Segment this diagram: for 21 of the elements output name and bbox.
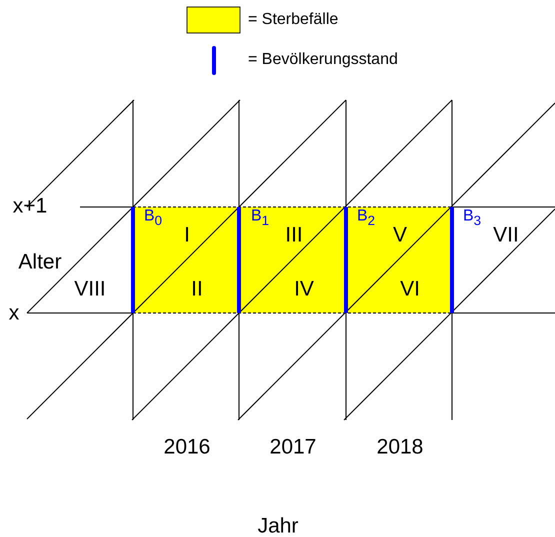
population-label: B$_{3}$ [462,208,482,228]
axis-title: Alter [18,252,62,272]
legend-text: = Bevölkerungsstand [248,52,398,68]
legend-text: = Sterbefälle [248,12,338,28]
population-label: B$_{1}$ [250,208,270,228]
axis-tick-label: x [8,302,20,324]
population-label: B$_{0}$ [144,208,162,228]
region-label: II [191,278,203,300]
region-label: V [393,224,407,246]
region-label: I [184,224,190,246]
year-label: 2016 [164,436,210,458]
axis-tick-label: x+1 [12,196,48,216]
population-label: B$_{2}$ [356,208,376,228]
region-label: VII [493,224,519,246]
region-label: III [285,224,303,246]
region-label: IV [294,278,314,300]
axis-title: Jahr [258,516,298,536]
region-label: VIII [74,278,106,300]
year-label: 2017 [270,436,316,458]
region-label: VI [400,278,420,300]
year-label: 2018 [376,436,424,458]
